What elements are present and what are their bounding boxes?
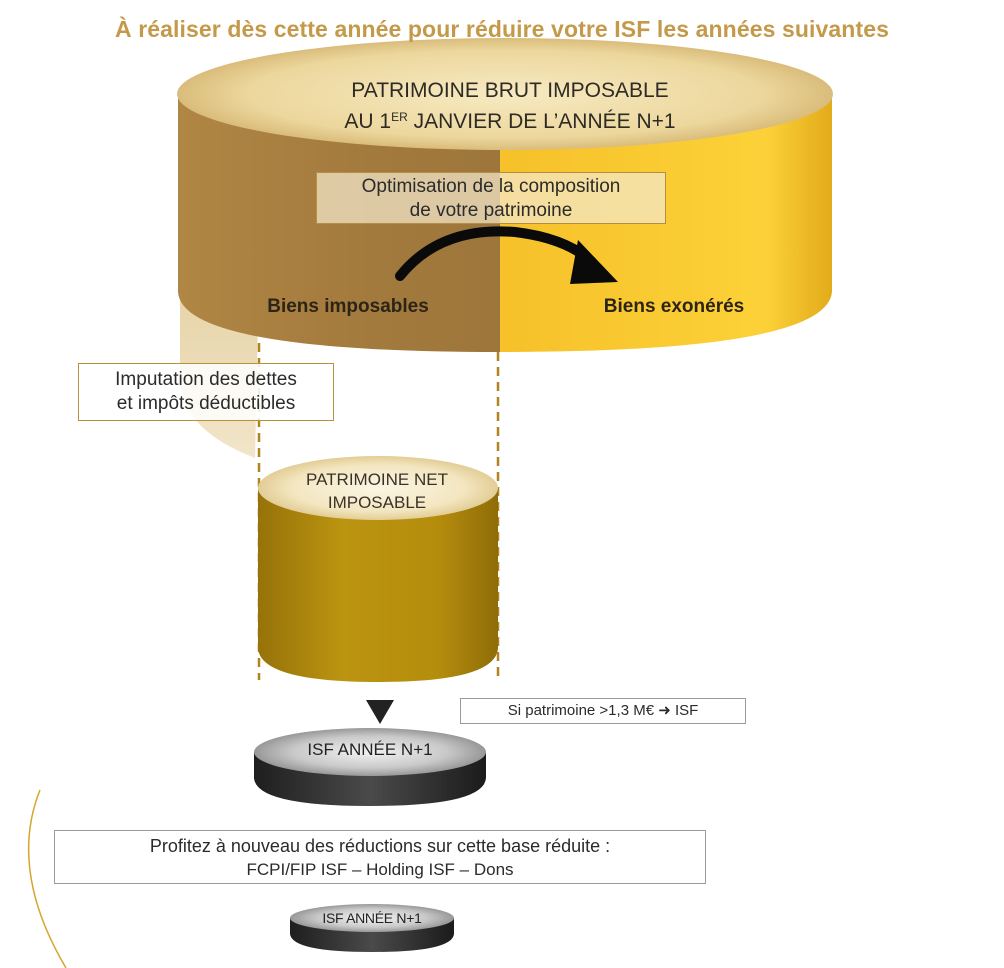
exempt-assets-label: Biens exonérés: [603, 296, 745, 317]
reductions-line2: FCPI/FIP ISF – Holding ISF – Dons: [246, 860, 514, 879]
net-wealth-line1: PATRIMOINE NET: [306, 470, 448, 489]
deduction-box: Imputation des dettes et impôts déductib…: [78, 363, 334, 421]
reductions-box: Profitez à nouveau des réductions sur ce…: [54, 830, 706, 884]
exempt-assets-segment: [500, 95, 832, 352]
gross-wealth-line2-suffix: JANVIER DE L’ANNÉE N+1: [407, 110, 676, 133]
optimization-box: Optimisation de la composition de votre …: [316, 172, 666, 224]
arrow-head-icon: [570, 240, 618, 284]
curved-arrow-icon: [395, 226, 597, 281]
deduction-line2: et impôts déductibles: [116, 393, 296, 414]
net-wealth-cylinder: [258, 456, 498, 682]
isf-second-label: ISF ANNÉE N+1: [322, 910, 422, 926]
gross-wealth-line2-sup: ER: [391, 110, 408, 124]
gross-wealth-cylinder-top: [177, 38, 833, 150]
optimization-line2: de votre patrimoine: [409, 200, 573, 221]
reductions-line1: Profitez à nouveau des réductions sur ce…: [149, 836, 611, 856]
taxable-assets-label: Biens imposables: [267, 296, 429, 317]
page-title: À réaliser dès cette année pour réduire …: [115, 16, 889, 42]
decorative-arc: [27, 789, 67, 968]
down-triangle-icon: [366, 700, 394, 724]
net-wealth-line2: IMPOSABLE: [327, 493, 427, 512]
gross-wealth-line2-prefix: AU 1: [344, 110, 392, 133]
gross-wealth-cylinder: [177, 38, 833, 352]
gross-wealth-line2: AU 1ER JANVIER DE L’ANNÉE N+1: [230, 104, 790, 135]
optimization-line1: Optimisation de la composition: [361, 176, 621, 197]
gross-wealth-label: PATRIMOINE BRUT IMPOSABLE AU 1ER JANVIER…: [230, 78, 790, 135]
threshold-condition-box: Si patrimoine >1,3 M€ ➜ ISF: [460, 698, 746, 724]
isf-disc-small: [290, 904, 454, 952]
gross-wealth-line1: PATRIMOINE BRUT IMPOSABLE: [351, 79, 669, 102]
deduction-line1: Imputation des dettes: [115, 369, 297, 390]
isf-first-label: ISF ANNÉE N+1: [307, 740, 433, 759]
net-wealth-label: PATRIMOINE NET IMPOSABLE: [262, 468, 492, 514]
isf-disc-large: [254, 728, 486, 806]
